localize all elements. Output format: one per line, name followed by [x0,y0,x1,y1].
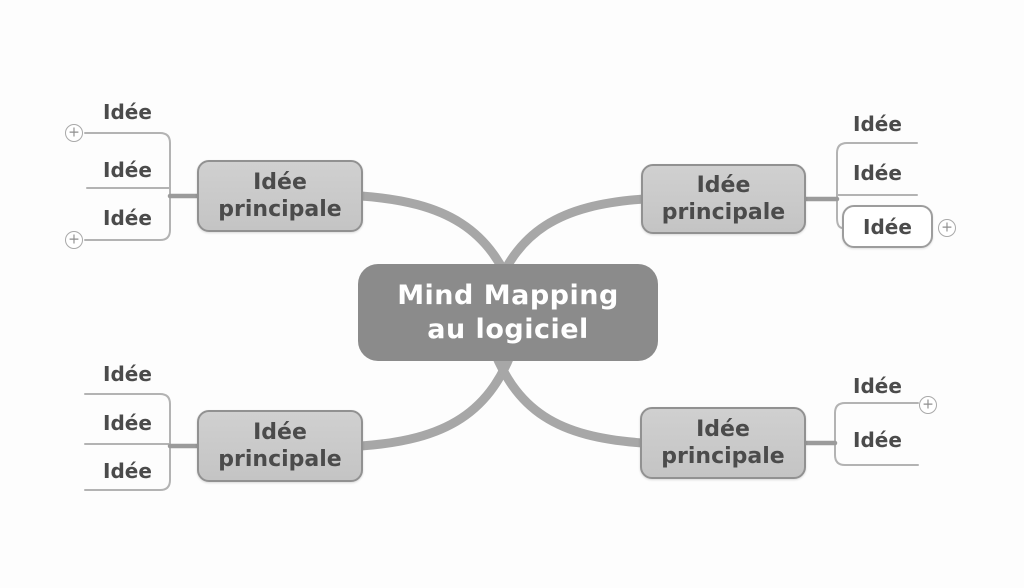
subtopic-node-top-right-2[interactable]: Idée [853,161,902,185]
main-topic-label: Idée principale [218,170,342,222]
main-topic-label: Idée principale [661,173,786,225]
subtopic-node-top-left-3[interactable]: Idée [103,206,152,230]
main-topic-node-top-left[interactable]: Idée principale [197,160,363,232]
main-topic-label: Idée principale [661,417,785,469]
expand-button-bottom-right-1[interactable]: + [919,396,937,414]
subtopic-node-bottom-right-1[interactable]: Idée [853,374,902,398]
subtopic-lines-top-left [84,132,171,241]
subtopic-node-bottom-left-1[interactable]: Idée [103,362,152,386]
expand-button-top-right-3[interactable]: + [938,219,956,237]
subtopic-node-bottom-left-2[interactable]: Idée [103,411,152,435]
main-topic-node-bottom-left[interactable]: Idée principale [197,410,363,482]
plus-icon: + [68,124,80,141]
subtopic-node-top-left-2[interactable]: Idée [103,158,152,182]
subtopic-node-top-left-1[interactable]: Idée [103,100,152,124]
plus-icon: + [68,231,80,248]
central-topic-label: Mind Mapping au logiciel [397,279,619,345]
subtopic-lines-top-right [836,142,918,229]
expand-button-top-left-3[interactable]: + [65,231,83,249]
curve-bottom-left [356,335,521,451]
subtopic-label: Idée [863,214,912,239]
subtopic-node-bottom-left-3[interactable]: Idée [103,459,152,483]
subtopic-lines-bottom-right [834,402,919,466]
curve-bottom-right [485,335,648,448]
central-topic-node[interactable]: Mind Mapping au logiciel [358,264,658,361]
expand-button-top-left-1[interactable]: + [65,124,83,142]
subtopic-node-top-right-1[interactable]: Idée [853,112,902,136]
plus-icon: + [941,219,953,236]
subtopic-node-top-right-3-boxed[interactable]: Idée [842,205,933,248]
main-topic-node-bottom-right[interactable]: Idée principale [640,407,806,479]
main-topic-node-top-right[interactable]: Idée principale [641,164,806,234]
subtopic-node-bottom-right-2[interactable]: Idée [853,428,902,452]
plus-icon: + [922,396,934,413]
subtopic-lines-bottom-left [84,393,171,491]
main-topic-label: Idée principale [218,420,342,472]
